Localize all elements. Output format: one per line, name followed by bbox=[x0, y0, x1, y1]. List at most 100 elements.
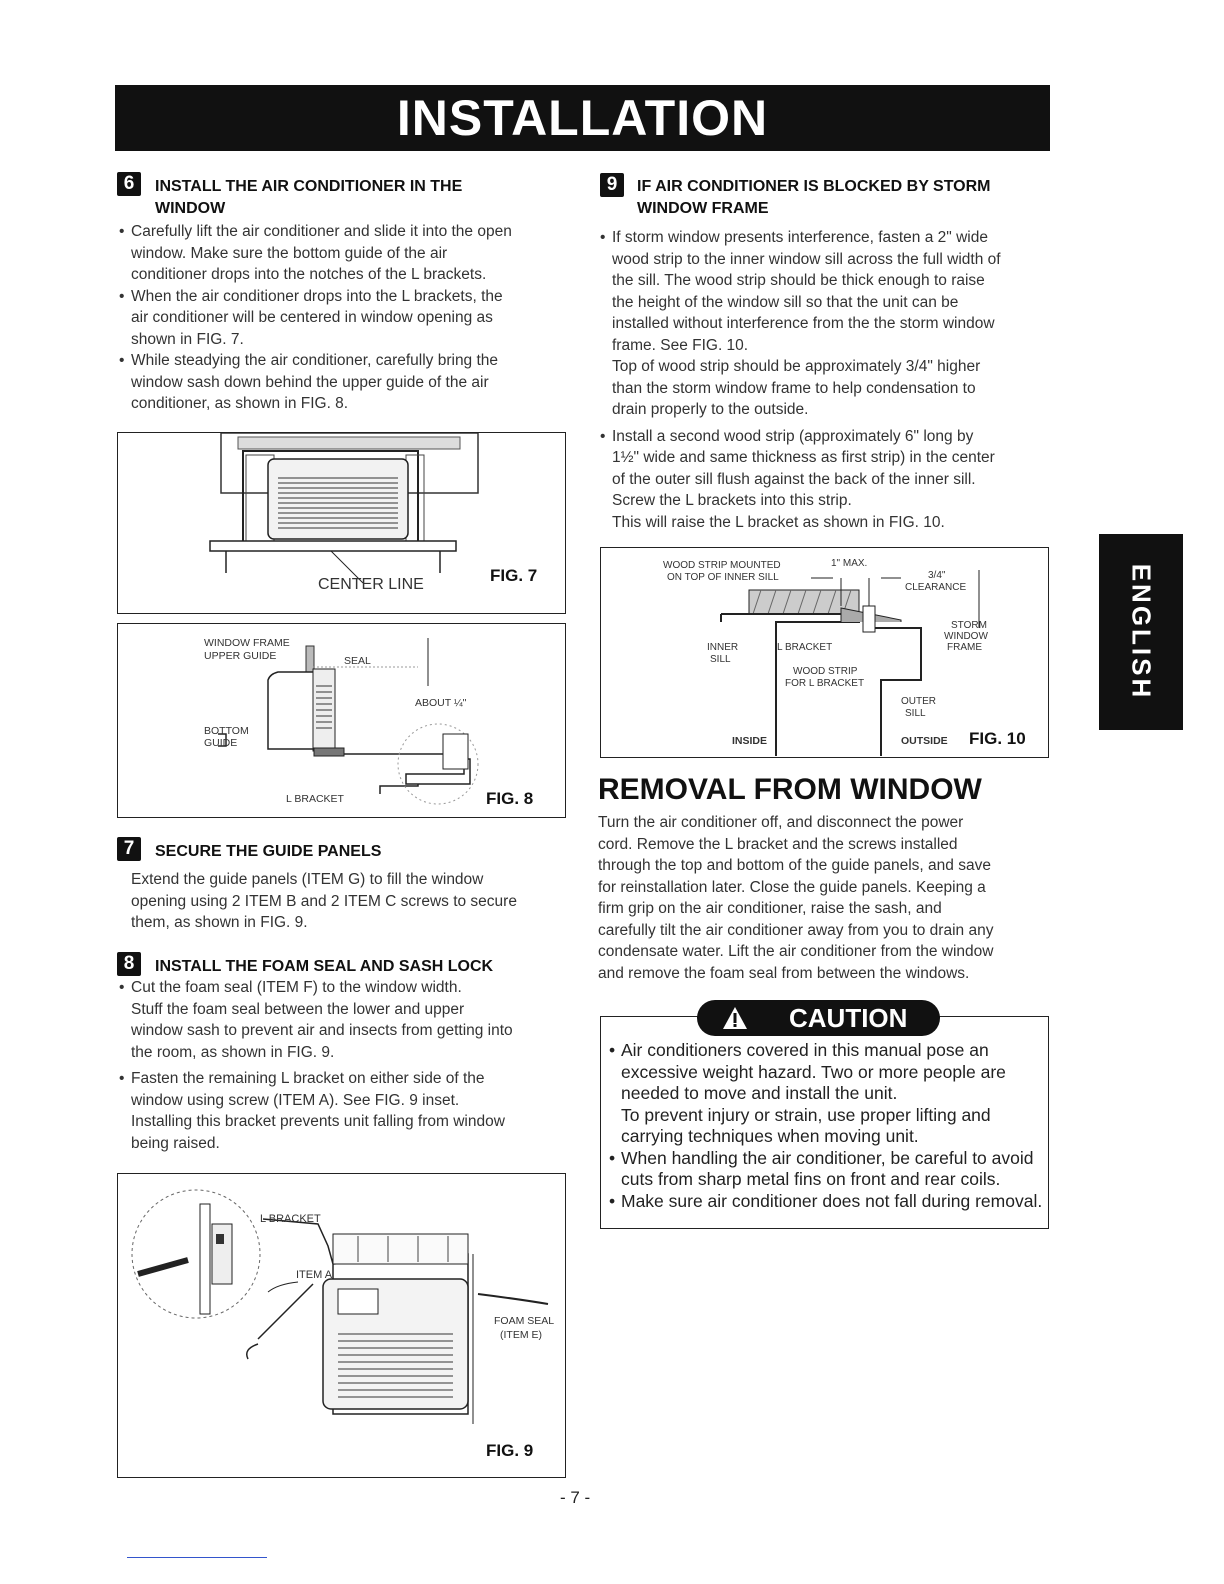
text-line: them, as shown in FIG. 9. bbox=[131, 914, 308, 931]
fig-8-window-frame-label: WINDOW FRAME bbox=[204, 637, 290, 649]
text-line: through the top and bottom of the guide … bbox=[598, 857, 991, 874]
caution-title: CAUTION bbox=[789, 1003, 908, 1033]
fig-10-for-l-bracket-label: FOR L BRACKET bbox=[785, 678, 864, 689]
text-line: Stuff the foam seal between the lower an… bbox=[131, 1000, 465, 1018]
figure-9: L BRACKET ITEM A FOAM SEAL (ITEM E) FIG.… bbox=[117, 1173, 566, 1478]
text-line: Fasten the remaining L bracket on either… bbox=[131, 1070, 485, 1087]
step-6-bullet-1: Carefully lift the air conditioner and s… bbox=[117, 221, 567, 286]
text-line: the room, as shown in FIG. 9. bbox=[131, 1043, 335, 1061]
text-line: frame. See FIG. 10. bbox=[612, 336, 749, 354]
step-9-title-line1: IF AIR CONDITIONER IS BLOCKED BY STORM bbox=[637, 178, 991, 195]
step-9-title-line2: WINDOW FRAME bbox=[637, 200, 769, 217]
fig-10-on-top-label: ON TOP OF INNER SILL bbox=[667, 572, 779, 583]
text-line: Install a second wood strip (approximate… bbox=[612, 427, 974, 445]
warning-triangle-icon bbox=[723, 1007, 747, 1029]
fig-10-inner-label: INNER bbox=[707, 642, 738, 653]
text-line: Top of wood strip should be approximatel… bbox=[612, 358, 981, 375]
text-line: condensate water. Lift the air condition… bbox=[598, 943, 994, 960]
text-line: shown in FIG. 7. bbox=[131, 330, 244, 348]
text-line: the height of the window sill so that th… bbox=[612, 293, 959, 311]
step-7-body: Extend the guide panels (ITEM G) to fill… bbox=[117, 869, 567, 934]
text-line: 1½" wide and same thickness as first str… bbox=[612, 449, 995, 466]
fig-9-illustration: L BRACKET ITEM A FOAM SEAL (ITEM E) FIG.… bbox=[131, 1189, 554, 1460]
language-tab-label: ENGLISH bbox=[1126, 563, 1157, 701]
step-8-bullet-2: Fasten the remaining L bracket on either… bbox=[117, 1068, 567, 1154]
text-line: window using screw (ITEM A). See FIG. 9 … bbox=[131, 1091, 460, 1109]
fig-7-illustration: CENTER LINE FIG. 7 bbox=[209, 432, 537, 593]
removal-title: REMOVAL FROM WINDOW bbox=[598, 773, 982, 806]
fig-10-clearance-label: CLEARANCE bbox=[905, 582, 966, 593]
step-6-title-line2: WINDOW bbox=[155, 200, 226, 217]
text-line: drain properly to the outside. bbox=[612, 401, 809, 418]
text-line: wood strip to the inner window sill acro… bbox=[612, 250, 1001, 268]
text-line: Installing this bracket prevents unit fa… bbox=[131, 1113, 505, 1130]
text-line: needed to move and install the unit. bbox=[621, 1083, 898, 1103]
text-line: While steadying the air conditioner, car… bbox=[131, 352, 499, 369]
fig-7-center-line-label: CENTER LINE bbox=[318, 576, 424, 593]
step-9-bullet-1: If storm window presents interference, f… bbox=[598, 227, 1050, 421]
text-line: firm grip on the air conditioner, raise … bbox=[598, 900, 942, 917]
fig-9-foam-seal-label: FOAM SEAL bbox=[494, 1315, 554, 1327]
caution-body: Air conditioners covered in this manual … bbox=[607, 1040, 1047, 1212]
fig-10-l-bracket-label: L BRACKET bbox=[777, 642, 832, 653]
text-line: When handling the air conditioner, be ca… bbox=[621, 1147, 1034, 1168]
page-number: - 7 - bbox=[560, 1488, 591, 1507]
removal-body: Turn the air conditioner off, and discon… bbox=[598, 812, 1053, 984]
text-line: window sash to prevent air and insects f… bbox=[131, 1022, 513, 1039]
language-tab: ENGLISH bbox=[1099, 534, 1183, 730]
text-line: and remove the foam seal from between th… bbox=[598, 964, 970, 982]
step-6-body: Carefully lift the air conditioner and s… bbox=[117, 221, 567, 415]
fig-7-label: FIG. 7 bbox=[490, 566, 537, 585]
fig-10-wood-strip-label: WOOD STRIP bbox=[793, 666, 858, 677]
fig-10-illustration: WOOD STRIP MOUNTED ON TOP OF INNER SILL … bbox=[663, 558, 1026, 758]
text-line: opening using 2 ITEM B and 2 ITEM C scre… bbox=[131, 892, 517, 910]
text-line: carefully tilt the air conditioner away … bbox=[598, 921, 994, 939]
text-line: Screw the L brackets into this strip. bbox=[612, 492, 852, 509]
step-8-bullet-1: Cut the foam seal (ITEM F) to the window… bbox=[117, 977, 567, 1063]
step-6-bullet-3: While steadying the air conditioner, car… bbox=[117, 350, 567, 415]
text-line: window. Make sure the bottom guide of th… bbox=[131, 244, 448, 262]
text-line: Extend the guide panels (ITEM G) to fill… bbox=[131, 871, 484, 888]
fig-8-guide-label: GUIDE bbox=[204, 737, 237, 749]
text-line: installed without interference from the … bbox=[612, 315, 995, 332]
text-line: To prevent injury or strain, use proper … bbox=[621, 1104, 991, 1125]
fig-8-l-bracket-label: L BRACKET bbox=[286, 793, 345, 805]
caution-banner: CAUTION bbox=[697, 1000, 940, 1036]
step-9-body: If storm window presents interference, f… bbox=[598, 227, 1050, 533]
step-8-badge: 8 bbox=[117, 952, 141, 976]
caution-bullet-3: Make sure air conditioner does not fall … bbox=[607, 1191, 1047, 1213]
fig-10-inside-label: INSIDE bbox=[732, 735, 767, 747]
text-line: of the outer sill flush against the back… bbox=[612, 470, 976, 488]
step-9-bullet-2: Install a second wood strip (approximate… bbox=[598, 426, 1050, 534]
step-6-bullet-2: When the air conditioner drops into the … bbox=[117, 286, 567, 351]
text-line: Carefully lift the air conditioner and s… bbox=[131, 223, 512, 240]
text-line: for reinstallation later. Close the guid… bbox=[598, 878, 986, 896]
fig-9-item-a-label: ITEM A bbox=[296, 1269, 333, 1281]
text-line: window sash down behind the upper guide … bbox=[131, 373, 489, 391]
figure-7: CENTER LINE FIG. 7 bbox=[117, 432, 566, 614]
text-line: If storm window presents interference, f… bbox=[612, 229, 988, 246]
fig-8-seal-label: SEAL bbox=[344, 655, 371, 667]
fig-8-label: FIG. 8 bbox=[486, 789, 533, 808]
fig-9-l-bracket-label: L BRACKET bbox=[260, 1213, 321, 1225]
text-line: Make sure air conditioner does not fall … bbox=[621, 1190, 1043, 1211]
fig-8-about-label: ABOUT ¼" bbox=[415, 697, 467, 709]
step-6-badge: 6 bbox=[117, 172, 141, 196]
text-line: cuts from sharp metal fins on front and … bbox=[621, 1169, 1001, 1189]
fig-10-sill-label: SILL bbox=[710, 654, 731, 665]
fig-10-max-label: 1" MAX. bbox=[831, 558, 867, 569]
fig-8-upper-guide-label: UPPER GUIDE bbox=[204, 650, 276, 662]
figure-8: WINDOW FRAME UPPER GUIDE SEAL ABOUT ¼" B… bbox=[117, 623, 566, 818]
fig-10-outer-sill-label: SILL bbox=[905, 708, 926, 719]
text-line: Turn the air conditioner off, and discon… bbox=[598, 814, 964, 831]
page-banner: INSTALLATION bbox=[115, 85, 1050, 151]
step-8-title: INSTALL THE FOAM SEAL AND SASH LOCK bbox=[155, 958, 494, 975]
text-line: being raised. bbox=[131, 1134, 220, 1152]
fig-10-window-label: WINDOW bbox=[944, 631, 988, 642]
step-8-body: Cut the foam seal (ITEM F) to the window… bbox=[117, 977, 567, 1154]
fig-10-three-quarter-label: 3/4" bbox=[928, 570, 946, 581]
fig-10-wood-strip-mounted-label: WOOD STRIP MOUNTED bbox=[663, 560, 781, 571]
text-line: excessive weight hazard. Two or more peo… bbox=[621, 1061, 1006, 1082]
text-line: conditioner drops into the notches of th… bbox=[131, 266, 487, 283]
text-line: This will raise the L bracket as shown i… bbox=[612, 513, 945, 531]
